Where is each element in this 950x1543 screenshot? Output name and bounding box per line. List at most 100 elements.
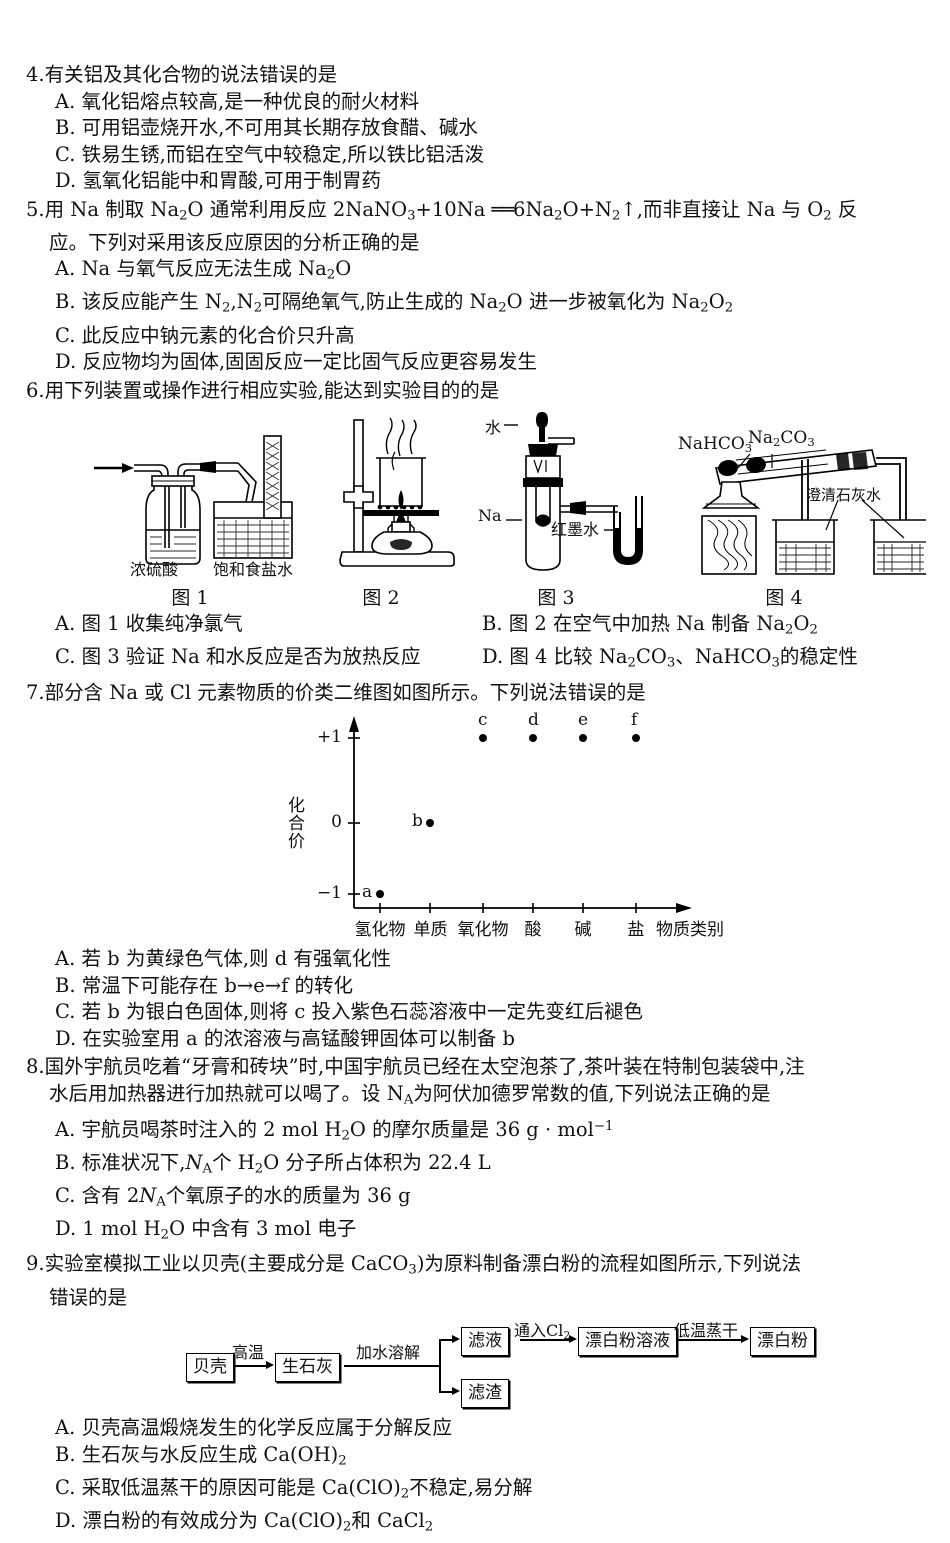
flow-edge-2-split xyxy=(439,1339,441,1392)
chart-y-axis-label: 化合价 xyxy=(284,796,304,851)
chart-point-b xyxy=(426,819,434,828)
question-8-option-c[interactable]: C. 含有 2NA个氧原子的水的质量为 36 g xyxy=(26,1183,924,1216)
question-7-option-a[interactable]: A. 若 b 为黄绿色气体,则 d 有强氧化性 xyxy=(55,947,391,971)
apparatus-caption-2: 图 2 xyxy=(362,587,400,610)
question-6-option-c[interactable]: C. 图 3 验证 Na 和水反应是否为放热反应 xyxy=(55,645,421,669)
question-6-option-b[interactable]: B. 图 2 在空气中加热 Na 制备 Na2O2 xyxy=(482,612,818,638)
flow-arrow-4-icon xyxy=(741,1335,749,1344)
chart-x-cat-1: 单质 xyxy=(413,920,448,941)
na2co3-sub-2: 3 xyxy=(807,435,815,450)
flow-node-residue: 滤渣 xyxy=(461,1379,509,1409)
apparatus-4-label-na2co3: Na2CO3 xyxy=(748,428,815,449)
flow-label-pass-cl2: 通入Cl2 xyxy=(514,1317,570,1342)
question-8-option-a[interactable]: A. 宇航员喝茶时注入的 2 mol H2O 的摩尔质量是 36 g · mol… xyxy=(55,1117,614,1144)
q8-oc-n: N xyxy=(139,1184,157,1208)
chart-x-cat-3: 酸 xyxy=(524,920,542,941)
question-4-option-c[interactable]: C. 铁易生锈,而铝在空气中较稳定,所以铁比铝活泼 xyxy=(55,142,485,166)
page-content: 4.有关铝及其化合物的说法错误的是 A. 氧化铝熔点较高,是一种优良的耐火材料 … xyxy=(26,62,926,1543)
q8-ob-1: B. 标准状况下, xyxy=(55,1150,186,1174)
question-6-text: 用下列装置或操作进行相应实验,能达到实验目的的是 xyxy=(44,378,500,402)
chart-point-label-f: f xyxy=(631,710,638,731)
q8-ob-2: 个 H xyxy=(212,1150,255,1174)
question-4-option-a[interactable]: A. 氧化铝熔点较高,是一种优良的耐火材料 xyxy=(55,89,420,113)
q5-s7: 反 xyxy=(831,197,858,221)
apparatus-caption-4: 图 4 xyxy=(765,587,803,610)
q5-ob-4: O 进一步被氧化为 Na xyxy=(506,290,701,314)
q5-ob-1: B. 该反应能产生 N xyxy=(55,290,222,314)
question-7: 7.部分含 Na 或 Cl 元素物质的价类二维图如图所示。下列说法错误的是 xyxy=(26,680,924,1053)
question-4-option-d[interactable]: D. 氢氧化铝能中和胃酸,可用于制胃药 xyxy=(55,169,382,192)
question-9-option-b[interactable]: B. 生石灰与水反应生成 Ca(OH)2 xyxy=(55,1442,347,1469)
question-9-number: 9. xyxy=(26,1252,45,1276)
question-4-option-b[interactable]: B. 可用铝壶烧开水,不可用其长期存放食醋、碱水 xyxy=(55,116,478,139)
question-6: 6.用下列装置或操作进行相应实验,能达到实验目的的是 xyxy=(26,378,926,678)
q5-up-arrow-icon: ↑ xyxy=(620,197,637,221)
apparatus-figure-4 xyxy=(701,449,926,575)
chart-y-tick-plus1: +1 xyxy=(316,727,342,748)
question-8-stem-line-1: 8.国外宇航员吃着“牙膏和砖块”时,中国宇航员已经在太空泡茶了,茶叶装在特制包装… xyxy=(26,1054,924,1081)
question-6-options-row-2: C. 图 3 验证 Na 和水反应是否为放热反应 D. 图 4 比较 Na2CO… xyxy=(26,644,924,677)
q5-ob-5: O xyxy=(708,290,725,314)
chart-point-label-e: e xyxy=(578,710,589,731)
question-5-option-d[interactable]: D. 反应物均为固体,固固反应一定比固气反应更容易发生 xyxy=(55,350,538,374)
question-6-option-d[interactable]: D. 图 4 比较 Na2CO3、NaHCO3的稳定性 xyxy=(482,645,858,672)
question-5: 5.用 Na 制取 Na2O 通常利用反应 2NaNO3+10Na ══6Na2… xyxy=(26,197,924,376)
question-5-option-a[interactable]: A. Na 与氧气反应无法生成 Na2O xyxy=(55,257,352,283)
q8-s2a: 水后用加热器进行加热就可以喝了。设 N xyxy=(49,1081,404,1105)
question-7-option-c[interactable]: C. 若 b 为银白色固体,则将 c 投入紫色石蕊溶液中一定先变红后褪色 xyxy=(55,1000,644,1024)
q9-od-1: D. 漂白粉的有效成分为 Ca(ClO) xyxy=(55,1509,343,1533)
q6-od-2: CO xyxy=(635,645,667,669)
question-7-stem: 7.部分含 Na 或 Cl 元素物质的价类二维图如图所示。下列说法错误的是 xyxy=(26,680,924,707)
q9-ob-1: B. 生石灰与水反应生成 Ca(OH) xyxy=(55,1442,339,1466)
question-5-option-c[interactable]: C. 此反应中钠元素的化合价只升高 xyxy=(55,323,355,347)
question-4-stem: 4.有关铝及其化合物的说法错误的是 xyxy=(26,62,924,89)
question-9-option-c[interactable]: C. 采取低温蒸干的原因可能是 Ca(ClO)2不稳定,易分解 xyxy=(55,1475,533,1502)
q5-ob-2: ,N xyxy=(230,290,254,314)
q8-oc-1: C. 含有 2 xyxy=(55,1184,140,1208)
nahco3-sub: 3 xyxy=(744,441,753,456)
apparatus-figure-row: 浓硫酸 饱和食盐水 xyxy=(26,408,926,583)
question-8-option-d[interactable]: D. 1 mol H2O 中含有 3 mol 电子 xyxy=(55,1217,357,1243)
chart-point-label-a: a xyxy=(362,882,373,903)
valence-category-chart: 化合价 +1 0 −1 氢化物 单质 氧化物 酸 碱 盐 物质类别 a b xyxy=(26,708,924,946)
question-8-text-1: 国外宇航员吃着“牙膏和砖块”时,中国宇航员已经在太空泡茶了,茶叶装在特制包装袋中… xyxy=(44,1055,805,1079)
apparatus-4-label-nahco3: NaHCO3 xyxy=(678,434,752,455)
q5-s2: O 通常利用反应 2NaNO xyxy=(187,197,408,221)
q8-od-1: D. 1 mol H xyxy=(55,1217,161,1241)
question-8-option-b[interactable]: B. 标准状况下,NA个 H2O 分子所占体积为 22.4 L xyxy=(55,1150,491,1177)
q9-s1a: 实验室模拟工业以贝壳(主要成分是 CaCO xyxy=(44,1252,409,1276)
apparatus-3-label-na: Na xyxy=(478,506,502,526)
q9-oc-1: C. 采取低温蒸干的原因可能是 Ca(ClO) xyxy=(55,1475,401,1499)
question-7-text: 部分含 Na 或 Cl 元素物质的价类二维图如图所示。下列说法错误的是 xyxy=(44,680,646,704)
question-7-option-d[interactable]: D. 在实验室用 a 的浓溶液与高锰酸钾固体可以制备 b xyxy=(55,1026,516,1050)
chart-x-cat-5: 盐 xyxy=(627,920,645,941)
q8-oc-2: 个氧原子的水的质量为 36 g xyxy=(165,1184,411,1208)
chart-point-d xyxy=(529,734,537,743)
chart-point-a xyxy=(376,890,384,899)
chart-point-label-c: c xyxy=(478,710,488,731)
apparatus-3-na-pointer-icon xyxy=(506,519,522,521)
chart-x-axis-label: 物质类别 xyxy=(656,920,724,941)
q8-oc-sub: A xyxy=(156,1194,166,1210)
question-6-option-a[interactable]: A. 图 1 收集纯净氯气 xyxy=(55,612,243,636)
flow-label-cl2-sub: 2 xyxy=(563,1329,571,1343)
question-7-option-b[interactable]: B. 常温下可能存在 b→e→f 的转化 xyxy=(55,973,354,997)
question-7-number: 7. xyxy=(26,680,45,704)
apparatus-3-label-ink: 红墨水 xyxy=(551,520,600,540)
q6-od-4: 的稳定性 xyxy=(779,645,858,669)
flow-edge-2-up xyxy=(439,1339,454,1341)
question-9-stem-line-1: 9.实验室模拟工业以贝壳(主要成分是 CaCO3)为原料制备漂白粉的流程如图所示… xyxy=(26,1252,802,1279)
chart-plot-area: 化合价 +1 0 −1 氢化物 单质 氧化物 酸 碱 盐 物质类别 a b xyxy=(278,708,748,946)
question-9-option-a[interactable]: A. 贝壳高温煅烧发生的化学反应属于分解反应 xyxy=(55,1416,452,1440)
question-8-stem-line-2: 水后用加热器进行加热就可以喝了。设 NA为阿伏加德罗常数的值,下列说法正确的是 xyxy=(49,1081,771,1108)
q5-s6: ,而非直接让 Na 与 O xyxy=(636,197,824,221)
apparatus-caption-row: 图 1 图 2 图 3 图 4 xyxy=(26,583,924,611)
flow-label-cl2-text: 通入Cl xyxy=(514,1321,564,1341)
question-9-option-d[interactable]: D. 漂白粉的有效成分为 Ca(ClO)2和 CaCl2 xyxy=(55,1509,434,1535)
chart-point-e xyxy=(579,734,587,743)
question-5-number: 5. xyxy=(26,197,45,221)
question-5-option-b[interactable]: B. 该反应能产生 N2,N2可隔绝氧气,防止生成的 Na2O 进一步被氧化为 … xyxy=(55,290,734,317)
q5-s4: 6Na xyxy=(513,197,555,221)
question-6-options-row-1: A. 图 1 收集纯净氯气 B. 图 2 在空气中加热 Na 制备 Na2O2 xyxy=(26,611,924,644)
q6-od-3: 、NaHCO xyxy=(675,645,772,669)
